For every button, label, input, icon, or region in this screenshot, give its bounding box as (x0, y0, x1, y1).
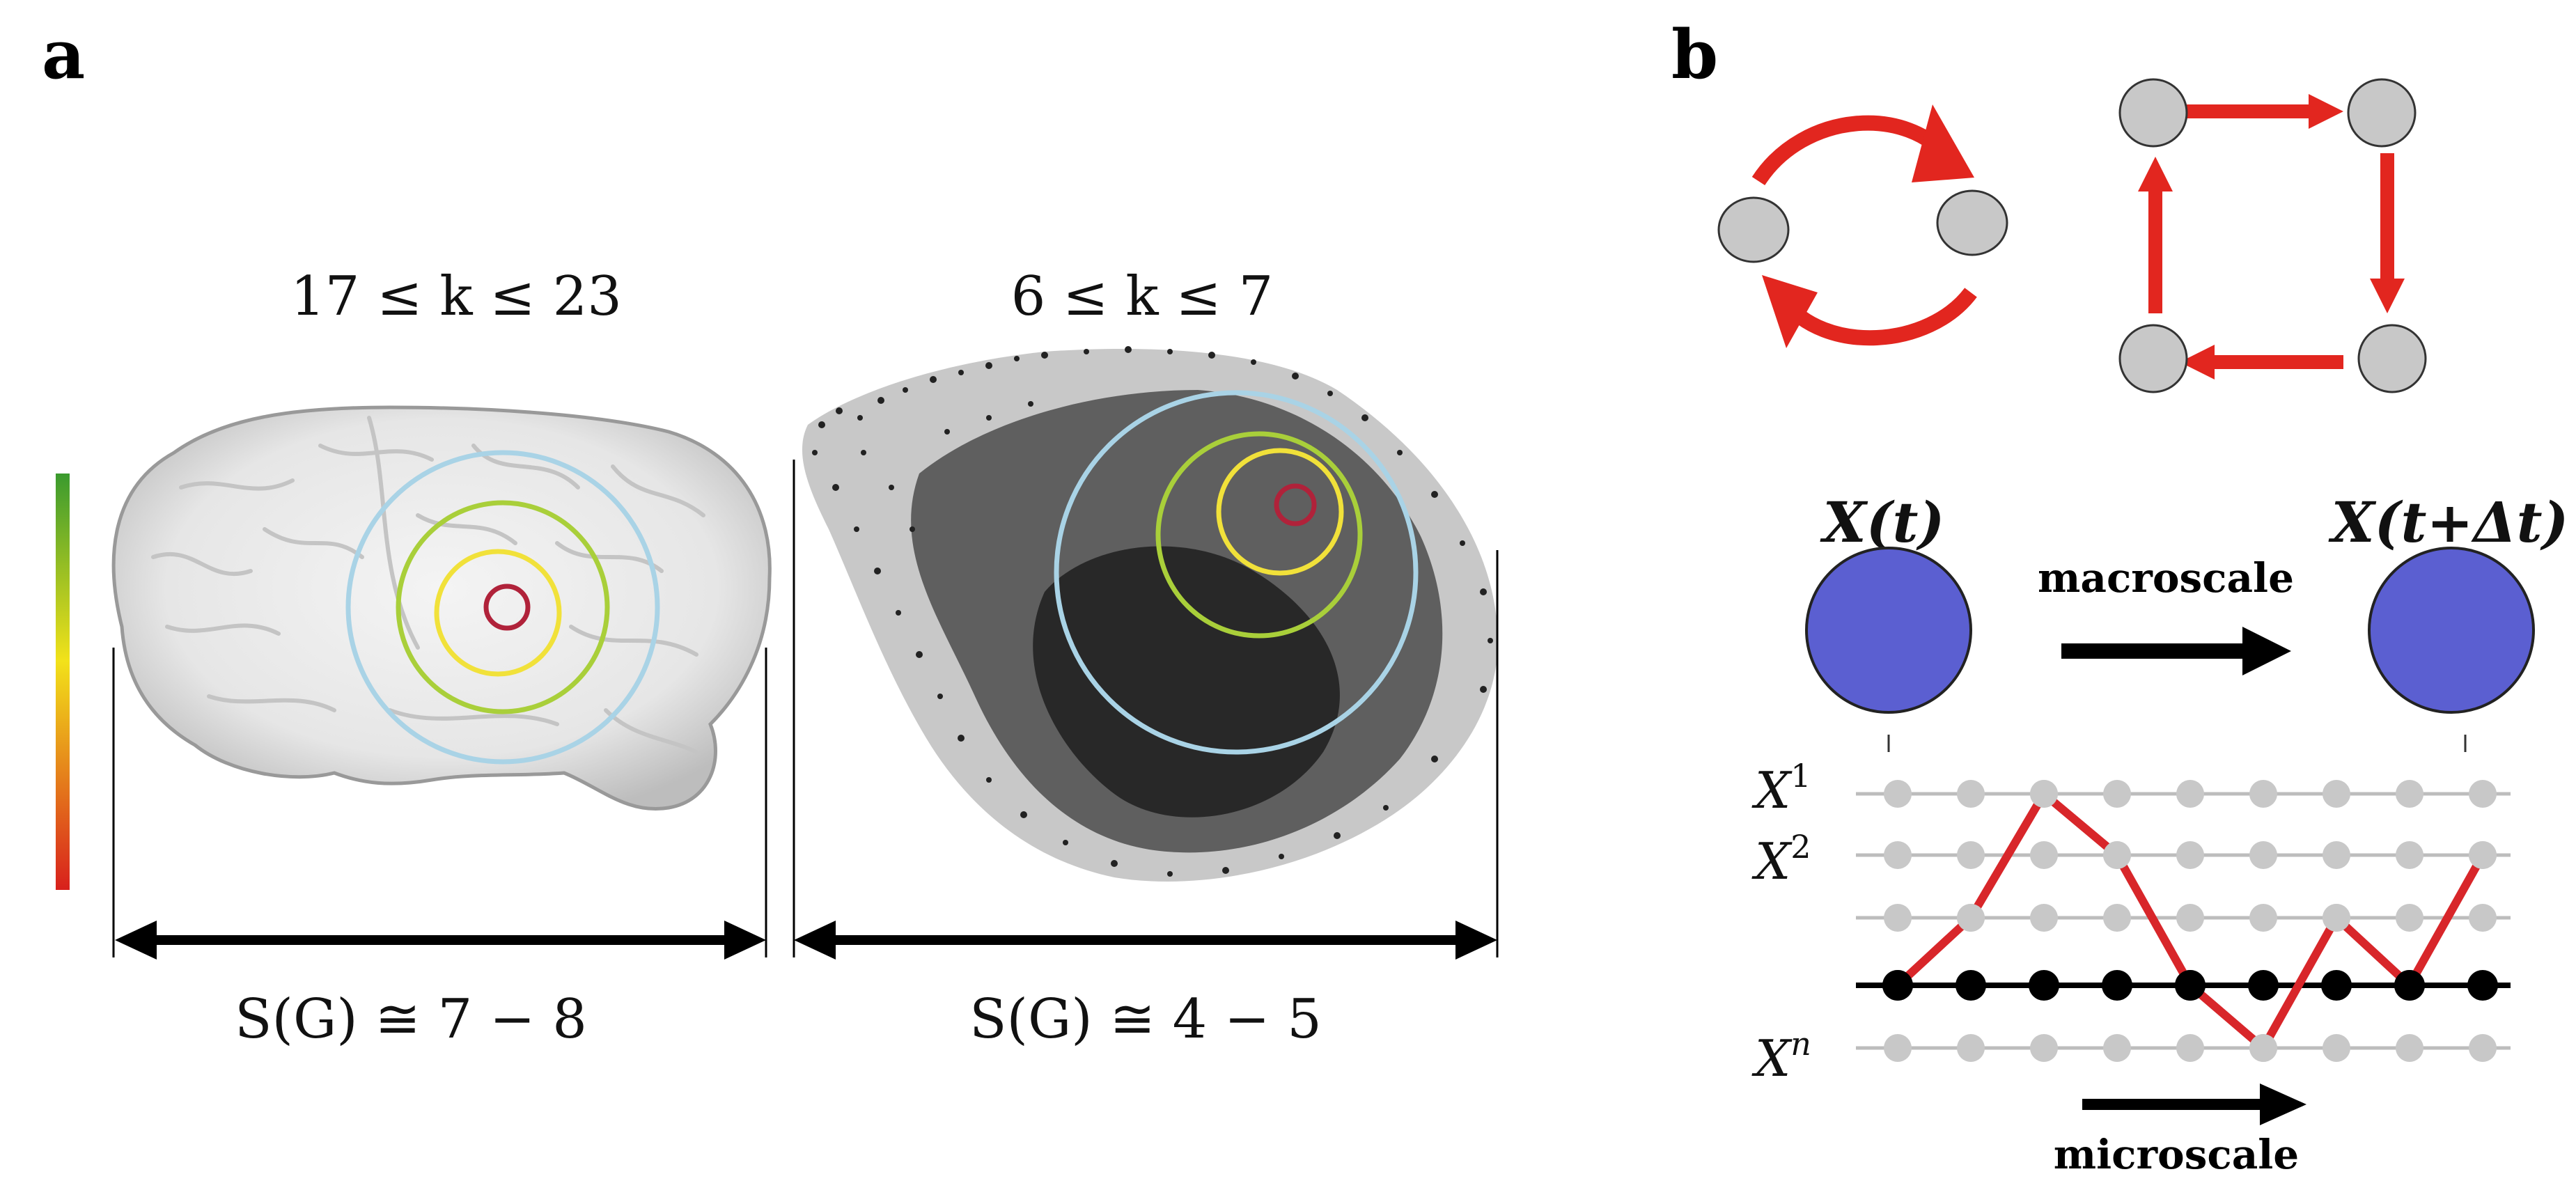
brain-sulci (151, 416, 705, 754)
trajectory-node (2103, 841, 2131, 869)
lattice-node (1884, 904, 1912, 932)
lattice-node (2176, 841, 2204, 869)
trajectory-node (2469, 841, 2497, 869)
macro-state-left (1805, 547, 1972, 714)
lattice-node (2396, 904, 2423, 932)
four-node-cycle (2118, 78, 2427, 393)
brain-arrow-left-head (115, 921, 157, 960)
cloud-ring-outer (1054, 390, 1419, 755)
lattice-node (2469, 780, 2497, 808)
cycle-arrow-top-head (1912, 104, 1974, 182)
lattice-node (2030, 904, 2058, 932)
square-arrow-right-head (2370, 279, 2405, 313)
lattice-node (2469, 1034, 2497, 1062)
lattice-node (2030, 1034, 2058, 1062)
lattice-node (1957, 841, 1985, 869)
lattice-node (2396, 780, 2423, 808)
brain-ring-mid (396, 500, 610, 714)
trajectory-node (1957, 904, 1985, 932)
lattice-node (2396, 1034, 2423, 1062)
lattice-node (2396, 841, 2423, 869)
macro-right-label: X(t+Δt) (2328, 490, 2569, 555)
square-node-bl (2118, 324, 2188, 393)
two-node-cycle (1717, 104, 2008, 348)
square-node-tl (2118, 78, 2188, 148)
lattice-node (2103, 904, 2131, 932)
cloud-ring-core (1274, 483, 1317, 526)
cycle-node-right (1936, 189, 2008, 256)
brain-entropy: S(G) ≅ 7 − 8 (235, 988, 587, 1051)
brain-ring-inner (434, 549, 562, 677)
trajectory-node (2030, 780, 2058, 808)
lattice-node (1884, 1034, 1912, 1062)
lattice-node (2029, 970, 2059, 1001)
cycle-arrow-bottom-head (1762, 275, 1818, 348)
lattice-node (2103, 1034, 2131, 1062)
cloud-ring-inner (1216, 448, 1344, 576)
lattice-node (2030, 841, 2058, 869)
brain-ring-outer (345, 450, 660, 765)
trajectory-node (2249, 1034, 2277, 1062)
macro-left-label: X(t) (1820, 490, 1945, 555)
macroscale-arrow-head (2242, 627, 2291, 675)
lattice-node (2323, 1034, 2350, 1062)
lattice-node (1884, 841, 1912, 869)
brain-arrow-right-head (724, 921, 766, 960)
cloud-speckles (812, 346, 1493, 877)
square-arrow-bottom-head (2180, 345, 2215, 380)
lattice-node (2176, 904, 2204, 932)
panel-b-label: b (1671, 15, 1718, 94)
cloud-k-range: 6 ≤ k ≤ 7 (1011, 265, 1273, 328)
cloud-entropy: S(G) ≅ 4 − 5 (969, 988, 1322, 1051)
lattice-node (1957, 1034, 1985, 1062)
microscale-arrow-head (2260, 1083, 2306, 1125)
lattice-node (1957, 780, 1985, 808)
lattice-node (2469, 904, 2497, 932)
lattice-node (2249, 780, 2277, 808)
row-label-xn: Xn (1751, 1025, 1811, 1088)
lattice-node (2321, 970, 2352, 1001)
brain-ring-core (483, 584, 531, 631)
cloud-ring-mid (1155, 431, 1363, 639)
microscale-label: microscale (2054, 1131, 2299, 1178)
lattice-node (2249, 841, 2277, 869)
lattice-node (2103, 780, 2131, 808)
microscale-grid (1856, 780, 2511, 1062)
lattice-node (2248, 970, 2279, 1001)
trajectory-node (1882, 970, 1913, 1001)
lattice-node (2467, 970, 2498, 1001)
trajectory-node (2323, 904, 2350, 932)
lattice-node (2176, 1034, 2204, 1062)
lattice-node (2249, 904, 2277, 932)
panel-a-label: a (42, 15, 85, 94)
trajectory-node (2175, 970, 2206, 1001)
row-label-x2: X2 (1751, 828, 1811, 891)
lattice-node (2323, 841, 2350, 869)
lattice-node (1884, 780, 1912, 808)
lattice-node (2176, 780, 2204, 808)
point-cloud-figure (802, 346, 1498, 882)
lattice-node (2102, 970, 2132, 1001)
macroscale-label: macroscale (2038, 554, 2294, 602)
square-arrow-top-head (2309, 94, 2343, 129)
square-node-br (2357, 324, 2427, 393)
brain-figure (111, 405, 772, 811)
cloud-arrow-right-head (1455, 921, 1497, 960)
color-scale-bar (56, 474, 70, 890)
trajectory-node (2394, 970, 2425, 1001)
cloud-arrow-left-head (794, 921, 836, 960)
macro-state-right (2368, 547, 2535, 714)
cycle-node-left (1717, 196, 1790, 263)
square-node-tr (2347, 78, 2417, 148)
lattice-node (2323, 780, 2350, 808)
lattice-node (1956, 970, 1986, 1001)
square-arrow-left-head (2138, 157, 2173, 191)
row-label-x1: X1 (1751, 757, 1811, 820)
brain-k-range: 17 ≤ k ≤ 23 (290, 265, 622, 328)
